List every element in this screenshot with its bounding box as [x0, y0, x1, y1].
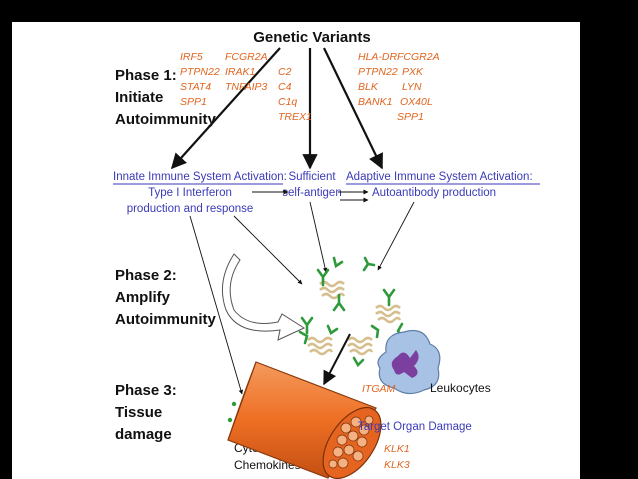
arrow-to-innate: [170, 47, 281, 170]
svg-text:HLA-DR: HLA-DR: [358, 51, 398, 63]
arrow-antigen-to-complex: [309, 201, 328, 273]
innate-line-1: Type I Interferon: [148, 187, 232, 199]
svg-text:PXK: PXK: [402, 66, 424, 78]
svg-text:PTPN22: PTPN22: [358, 66, 398, 78]
complement-gene-list: C2 C4 C1q TREX1: [278, 66, 312, 123]
svg-text:SPP1: SPP1: [180, 96, 207, 108]
svg-text:Tissue: Tissue: [115, 404, 162, 421]
svg-text:SPP1: SPP1: [397, 111, 424, 123]
svg-text:C1q: C1q: [278, 96, 297, 108]
svg-text:IRAK1: IRAK1: [225, 66, 255, 78]
immune-complexes: [298, 256, 404, 368]
adaptive-gene-list-1: HLA-DR PTPN22 BLK BANK1: [358, 51, 398, 108]
immune-complex: [370, 288, 404, 339]
svg-text:damage: damage: [115, 426, 172, 443]
svg-text:Initiate: Initiate: [115, 89, 163, 106]
free-antibody: [332, 256, 344, 269]
phase1-label: Phase 1: Initiate Autoimmunity: [115, 67, 216, 128]
adaptive-line: Autoantibody production: [372, 187, 496, 199]
arrow-interferon-to-cytokines: [189, 215, 244, 395]
phase3-label: Phase 3: Tissue damage: [115, 382, 177, 443]
title-genetic-variants: Genetic Variants: [253, 29, 371, 46]
svg-text:FCGR2A: FCGR2A: [225, 51, 268, 63]
innate-activation-heading: Innate Immune System Activation:: [113, 171, 287, 183]
svg-text:TNFAIP3: TNFAIP3: [225, 81, 268, 93]
phase2-label: Phase 2: Amplify Autoimmunity: [115, 267, 216, 328]
amplification-loop-arrow: [221, 253, 306, 341]
adaptive-gene-list-2: FCGR2A PXK LYN OX40L SPP1: [397, 51, 440, 123]
svg-text:LYN: LYN: [402, 81, 422, 93]
leukocytes-label: Leukocytes: [430, 381, 491, 395]
tissue-gene-klk3: KLK3: [384, 459, 410, 471]
free-antibody: [362, 256, 376, 272]
svg-text:Autoimmunity: Autoimmunity: [115, 111, 216, 128]
svg-text:Amplify: Amplify: [115, 289, 171, 306]
arrow-complex-to-tissue: [323, 333, 351, 386]
tissue-gene-klk1: KLK1: [384, 443, 410, 455]
svg-text:STAT4: STAT4: [180, 81, 211, 93]
svg-text:FCGR2A: FCGR2A: [397, 51, 440, 63]
immune-complex: [316, 268, 346, 312]
leukocyte-gene-itgam: ITGAM: [362, 383, 396, 395]
antigen-line-1: Sufficient: [288, 171, 336, 183]
innate-line-2: production and response: [127, 203, 254, 215]
diagram-slide: Genetic Variants Phase 1: Initiate Autoi…: [12, 22, 580, 479]
svg-text:Phase 1:: Phase 1:: [115, 67, 177, 84]
adaptive-activation-heading: Adaptive Immune System Activation:: [346, 171, 533, 183]
leukocyte-cell: [377, 329, 441, 395]
svg-text:C2: C2: [278, 66, 292, 78]
autoimmunity-pathway-diagram: Genetic Variants Phase 1: Initiate Autoi…: [113, 29, 540, 479]
innate-gene-list-1: IRF5 PTPN22 STAT4 SPP1: [180, 51, 220, 108]
svg-text:PTPN22: PTPN22: [180, 66, 220, 78]
svg-text:OX40L: OX40L: [400, 96, 433, 108]
arrow-autoantibody-to-complex: [377, 201, 415, 271]
tissue-muscle-bundle: [227, 361, 382, 479]
free-antibody: [300, 316, 314, 335]
svg-text:Phase 3:: Phase 3:: [115, 382, 177, 399]
svg-text:Phase 2:: Phase 2:: [115, 267, 177, 284]
svg-text:C4: C4: [278, 81, 292, 93]
svg-text:BLK: BLK: [358, 81, 379, 93]
svg-text:BANK1: BANK1: [358, 96, 392, 108]
arrow-to-adaptive: [323, 47, 383, 170]
svg-text:TREX1: TREX1: [278, 111, 312, 123]
svg-text:IRF5: IRF5: [180, 51, 203, 63]
svg-text:Autoimmunity: Autoimmunity: [115, 311, 216, 328]
target-organ-damage-label: Target Organ Damage: [358, 421, 472, 433]
innate-gene-list-2: FCGR2A IRAK1 TNFAIP3: [225, 51, 268, 93]
arrow-interferon-to-complex: [233, 215, 303, 285]
immune-complex: [298, 324, 339, 356]
immune-complex: [347, 336, 374, 368]
antigen-line-2: self-antigen: [282, 187, 341, 199]
